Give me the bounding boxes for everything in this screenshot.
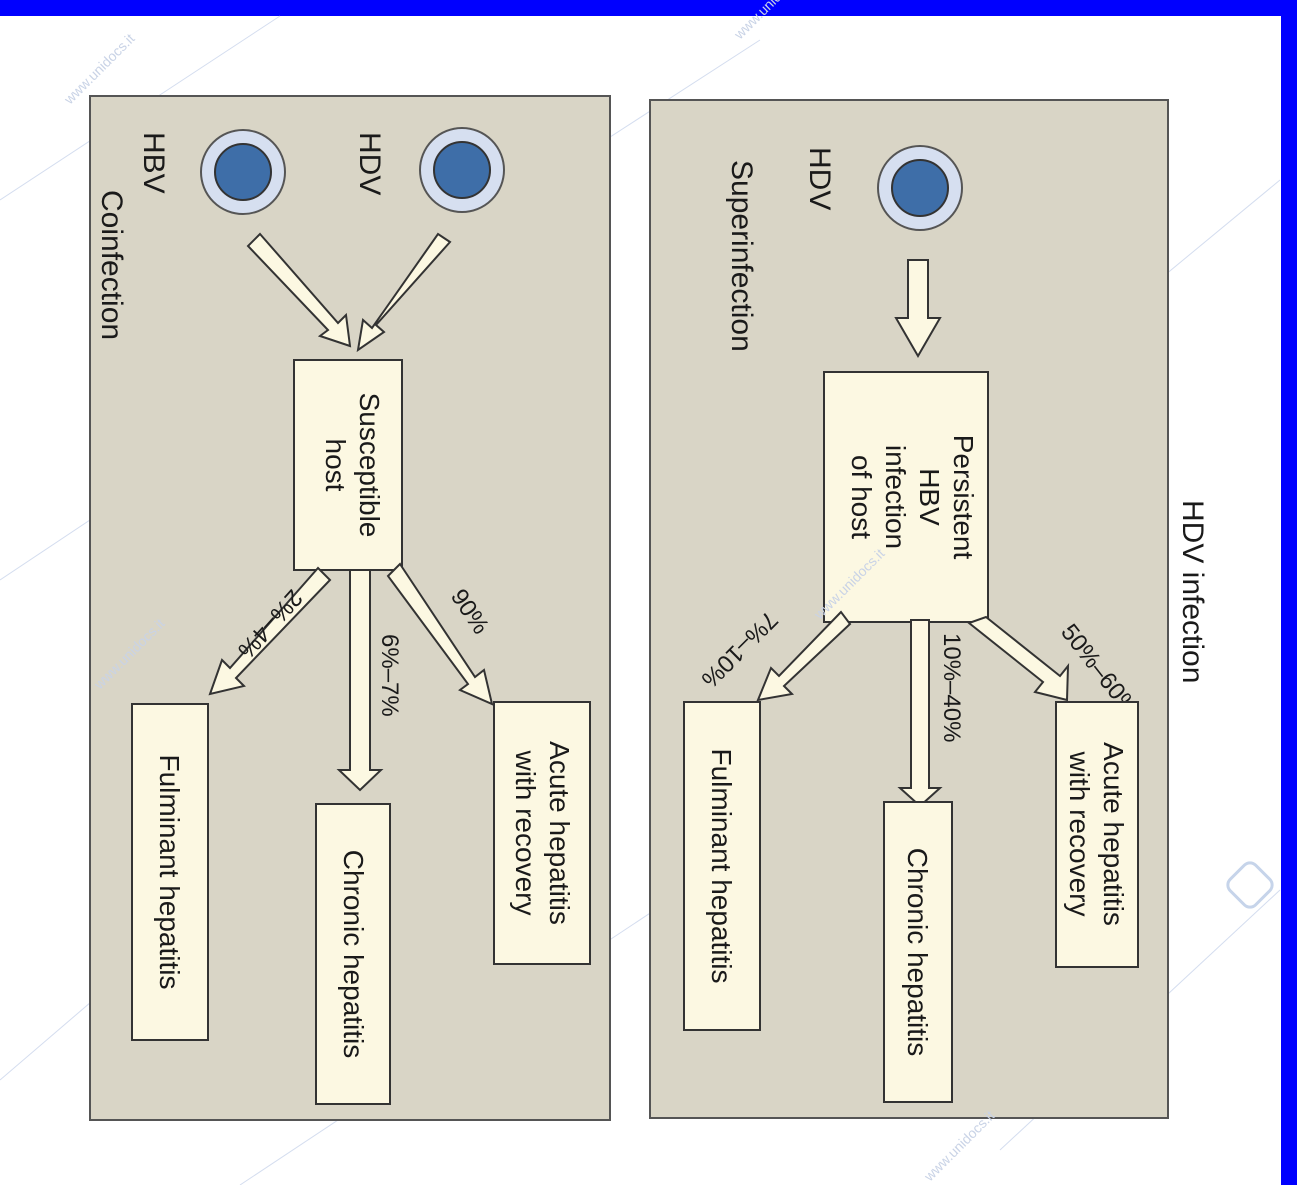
coinfection-arrow-hdv (356, 232, 452, 353)
superinfection-host-box (823, 371, 989, 623)
superinfection-percent-chronic: 10%–40% (938, 633, 965, 742)
superinfection-chronic-box (883, 801, 953, 1103)
coinfection-percent-chronic: 6%–7% (376, 634, 403, 717)
coinfection-host-line-2: host (320, 439, 351, 492)
superinfection-label: Superinfection (725, 160, 758, 352)
diagram-rotated-group: HDV infection HDV Superinfection Persist… (89, 95, 1209, 1121)
coinfection-chronic-label: Chronic hepatitis (338, 850, 369, 1059)
coinfection-arrow-fulminant (208, 566, 332, 696)
watermark-logo-icon (1226, 861, 1274, 909)
superinfection-arrow-fulminant (756, 610, 852, 702)
superinfection-acute-box (1055, 701, 1139, 968)
superinfection-host-line-1: Persistent (948, 435, 979, 560)
coinfection-acute-label-line-1: Acute hepatitis (544, 741, 575, 925)
superinfection-host-line-3: infection (880, 445, 911, 549)
superinfection-fulminant-label: Fulminant hepatitis (706, 748, 737, 983)
superinfection-arrow-to-host (894, 259, 942, 358)
coinfection-acute-label-line-2: with recovery (510, 750, 541, 916)
superinfection-arrow-acute (966, 615, 1070, 702)
superinfection-fulminant-box (683, 701, 761, 1031)
superinfection-acute-label-line-1: Acute hepatitis (1098, 742, 1129, 926)
figure-title: HDV infection (1176, 500, 1209, 683)
coinfection-arrow-acute (386, 562, 494, 706)
coinfection-arrow-hbv (246, 232, 352, 348)
superinfection-chronic-label: Chronic hepatitis (902, 848, 933, 1057)
coinfection-acute-box (493, 701, 591, 965)
coinfection-chronic-box (315, 803, 391, 1105)
superinfection-arrow-chronic (897, 619, 943, 808)
superinfection-virus-label: HDV (803, 147, 836, 210)
superinfection-host-line-2: HBV (914, 468, 945, 526)
frame-top-border (0, 0, 1297, 16)
coinfection-host-line-1: Susceptible (354, 393, 385, 538)
coinfection-hbv-label: HBV (137, 132, 170, 194)
coinfection-hdv-icon (419, 127, 505, 213)
panel-superinfection: HDV Superinfection Persistent HBV infect… (649, 99, 1169, 1119)
frame-right-border (1281, 0, 1297, 1185)
panel-coinfection: HDV HBV Coinfection Susceptible host 90%… (89, 95, 611, 1121)
coinfection-arrow-chronic (336, 569, 384, 792)
coinfection-hdv-label: HDV (353, 132, 386, 195)
superinfection-virus-icon (877, 145, 963, 231)
coinfection-fulminant-box (131, 703, 209, 1041)
coinfection-hbv-icon (200, 129, 286, 215)
coinfection-label: Coinfection (95, 190, 128, 340)
watermark-text: www.unidocs.it (730, 0, 808, 43)
coinfection-fulminant-label: Fulminant hepatitis (154, 754, 185, 989)
coinfection-host-box (293, 359, 403, 571)
superinfection-acute-label-line-2: with recovery (1064, 751, 1095, 917)
superinfection-host-line-4: of host (846, 455, 877, 539)
